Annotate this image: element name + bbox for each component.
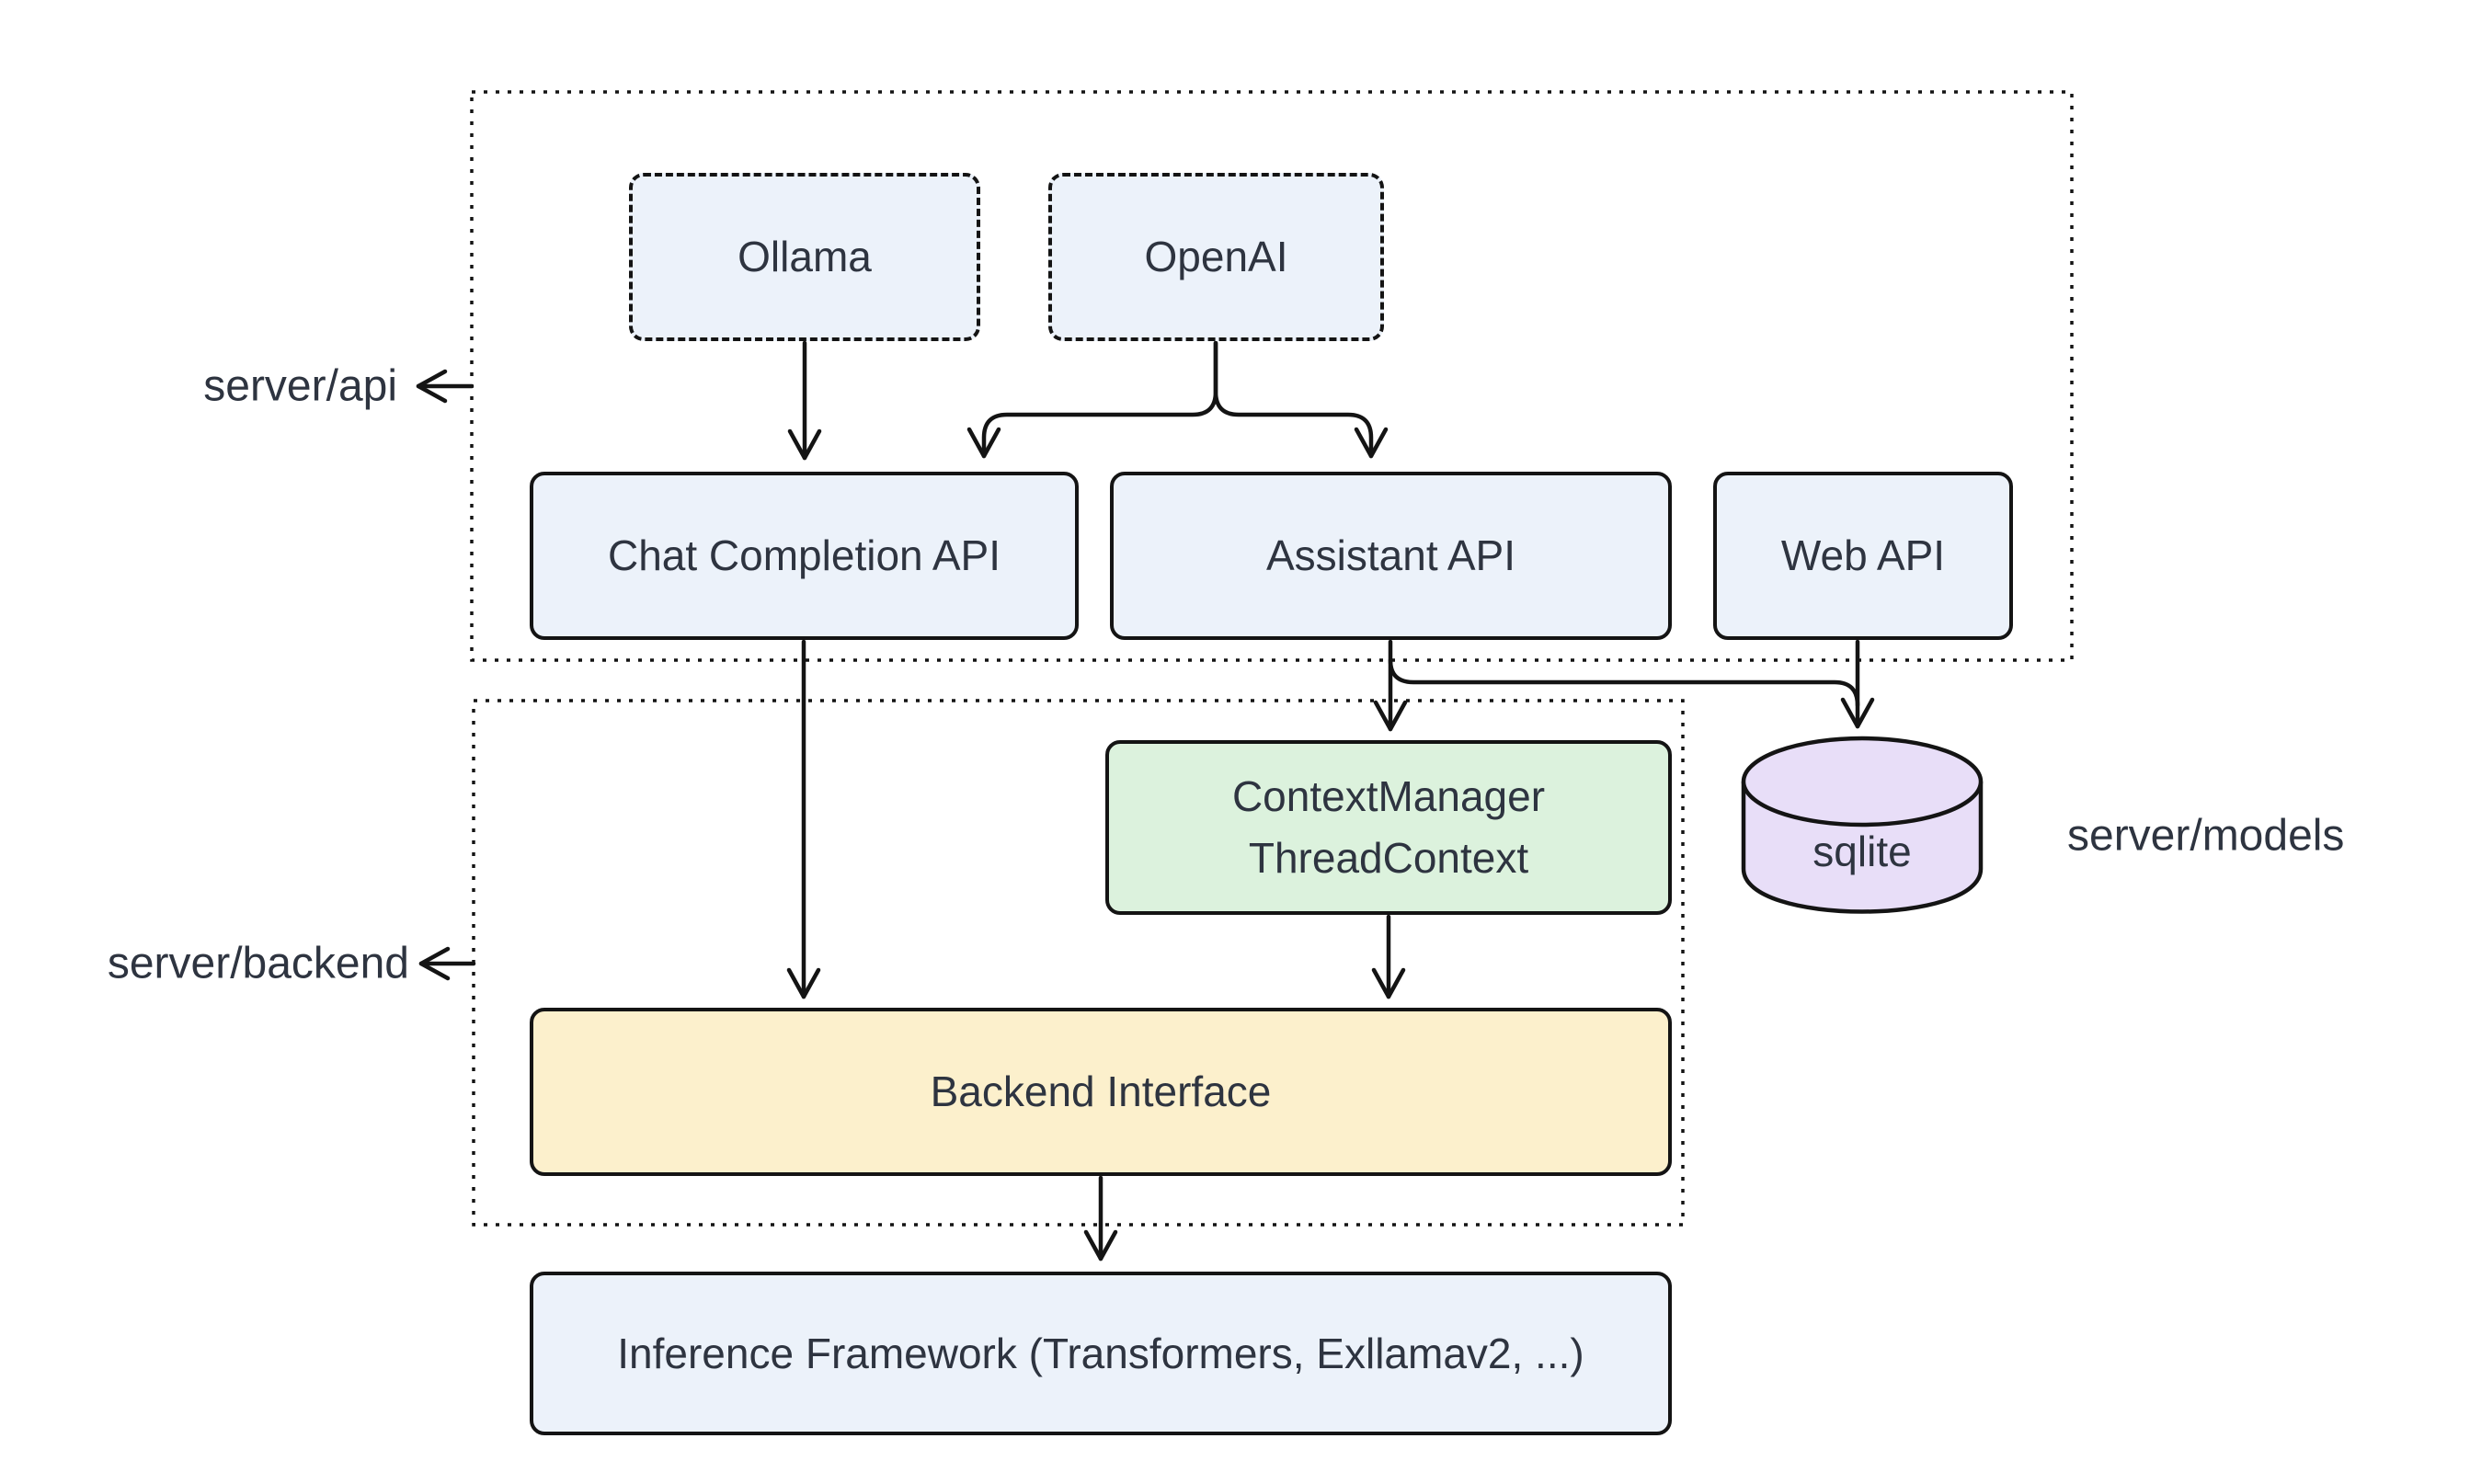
context-manager-line2: ThreadContext <box>1248 834 1529 882</box>
edge-openai-to-chat <box>966 340 1218 459</box>
edge-assistant-to-sqlite-branch <box>1388 657 1860 708</box>
node-ollama: Ollama <box>629 173 980 341</box>
node-assistant-api: Assistant API <box>1110 472 1672 640</box>
node-web-api: Web API <box>1713 472 2013 640</box>
server-models-label: server/models <box>2067 811 2345 861</box>
node-chat-completion-api: Chat Completion API <box>530 472 1079 640</box>
node-openai: OpenAI <box>1048 173 1384 341</box>
edge-openai-to-assistant <box>1213 340 1389 459</box>
server-api-container <box>470 90 2074 662</box>
server-backend-label: server/backend <box>107 939 409 988</box>
context-manager-line1: ContextManager <box>1231 772 1546 821</box>
server-api-label: server/api <box>203 361 397 411</box>
node-context-manager: ContextManager ThreadContext <box>1105 740 1672 915</box>
sqlite-label: sqlite <box>1812 828 1912 875</box>
node-backend-interface: Backend Interface <box>530 1008 1672 1176</box>
sqlite-cylinder <box>1741 736 1984 914</box>
node-inference-framework: Inference Framework (Transformers, Exlla… <box>530 1272 1672 1435</box>
